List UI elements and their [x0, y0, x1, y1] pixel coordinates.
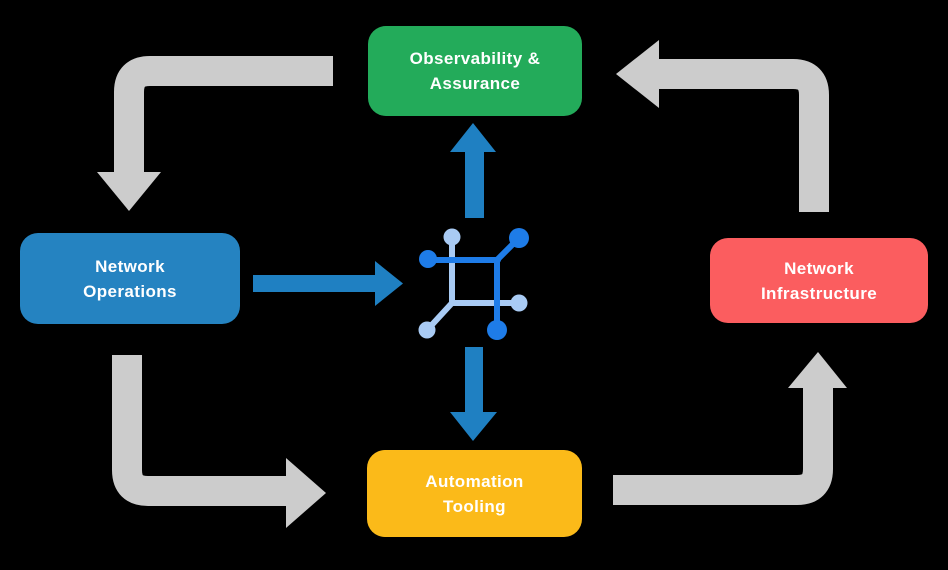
cycle-arrow-infrastructure-to-observability [616, 40, 829, 212]
cycle-arrow-operations-to-automation [112, 355, 326, 528]
arrow-head-up [788, 352, 847, 388]
icon-node-dot-left [419, 250, 437, 268]
node-label-line: Network [784, 258, 854, 278]
hub-arrow-hub-to-automation [450, 347, 497, 441]
node-label-line: Network [95, 256, 165, 276]
node-label-line: Assurance [429, 74, 521, 93]
node-label-line: Operations [83, 281, 177, 301]
arrow-shaft [659, 59, 829, 212]
node-network-operations: Network Operations [20, 233, 240, 324]
node-label-line: Tooling [443, 496, 506, 516]
node-automation-tooling: Automation Tooling [367, 450, 582, 537]
cycle-arrow-observability-to-operations [97, 56, 333, 211]
node-label-line: Observability & [409, 49, 541, 68]
hub-arrow-operations-to-hub [253, 261, 403, 306]
icon-node-dot-bottom-left [418, 321, 436, 339]
node-label-line: Automation [425, 471, 524, 491]
icon-node-dot-right [510, 294, 528, 312]
arrow-shaft [114, 56, 333, 174]
arrow-shaft [613, 388, 833, 505]
arrow-shaft [112, 355, 286, 506]
hub-arrow-hub-to-observability [450, 123, 496, 218]
arrow-head-right [286, 458, 326, 528]
node-network-infrastructure: Network Infrastructure [710, 238, 928, 323]
icon-node-dot-bottom [487, 320, 507, 340]
arrow-head-down [97, 172, 161, 211]
icon-node-dot-top-right [509, 228, 529, 248]
network-automation-icon [418, 228, 529, 340]
arrow-head-left [616, 40, 659, 108]
cycle-arrow-automation-to-infrastructure [613, 352, 847, 505]
icon-node-dot-top [443, 228, 461, 246]
node-label-line: Infrastructure [760, 283, 878, 303]
node-observability-assurance: Observability & Assurance [368, 26, 582, 116]
